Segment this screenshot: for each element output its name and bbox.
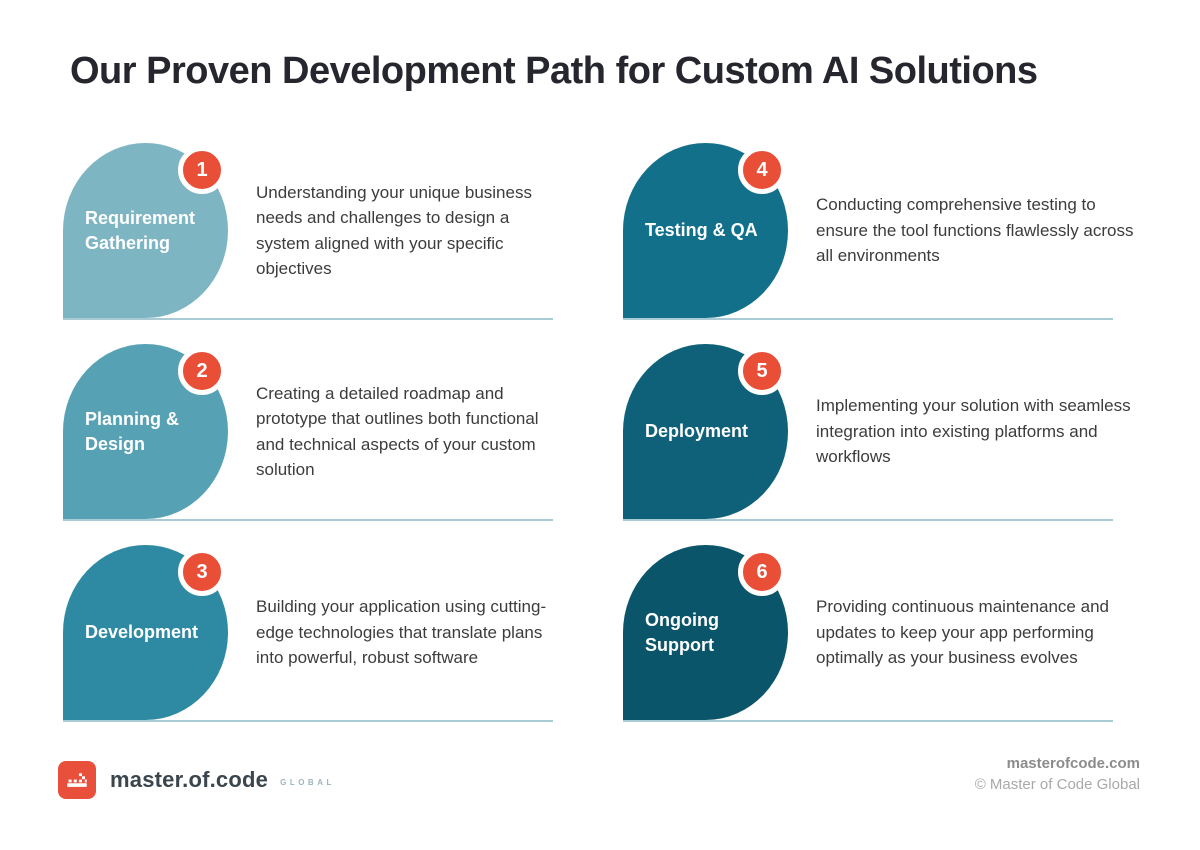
step-description: Providing continuous maintenance and upd…: [816, 597, 1109, 668]
step-number-badge: 6: [738, 548, 786, 596]
step-card-2: Planning & Design 2 Creating a detailed …: [63, 344, 553, 521]
steps-grid: Requirement Gathering 1 Understanding yo…: [63, 143, 1143, 746]
footer-website: masterofcode.com: [1006, 755, 1140, 772]
step-number: 6: [756, 560, 768, 583]
brand-name: master.of.code: [110, 767, 269, 792]
separator-line: [63, 318, 553, 320]
step-number: 1: [196, 158, 208, 181]
brand-suffix: GLOBAL: [280, 778, 335, 787]
step-description: Implementing your solution with seamless…: [816, 396, 1131, 467]
step-label: Development: [85, 622, 199, 643]
step-blob: Ongoing Support 6: [623, 545, 788, 720]
step-blob: Requirement Gathering 1: [63, 143, 228, 318]
step-label: Ongoing Support: [645, 610, 719, 655]
step-number: 4: [756, 158, 768, 181]
step-description: Creating a detailed roadmap and prototyp…: [256, 383, 539, 480]
footer-site-info: masterofcode.com © Master of Code Global: [975, 755, 1140, 793]
footer-copyright: © Master of Code Global: [974, 776, 1140, 793]
step-card-6: Ongoing Support 6 Providing continuous m…: [623, 545, 1143, 722]
step-card-3: Development 3 Building your application …: [63, 545, 553, 722]
step-description: Conducting comprehensive testing to ensu…: [816, 195, 1134, 266]
logo-mark: [58, 761, 96, 799]
step-number: 2: [196, 359, 208, 382]
step-blob: Planning & Design 2: [63, 344, 228, 519]
step-label: Planning & Design: [85, 409, 179, 454]
separator-line: [63, 519, 553, 521]
step-description: Understanding your unique business needs…: [256, 182, 532, 279]
step-label: Deployment: [645, 421, 749, 442]
step-number-badge: 3: [178, 548, 226, 596]
separator-line: [63, 720, 553, 722]
step-label: Testing & QA: [645, 220, 758, 241]
step-blob: Deployment 5: [623, 344, 788, 519]
step-description: Building your application using cutting-…: [256, 597, 547, 668]
step-card-1: Requirement Gathering 1 Understanding yo…: [63, 143, 553, 320]
separator-line: [623, 318, 1113, 320]
step-card-5: Deployment 5 Implementing your solution …: [623, 344, 1143, 521]
step-card-4: Testing & QA 4 Conducting comprehensive …: [623, 143, 1143, 320]
page-title: Our Proven Development Path for Custom A…: [70, 50, 1038, 92]
step-number-badge: 2: [178, 347, 226, 395]
step-number-badge: 5: [738, 347, 786, 395]
step-blob: Development 3: [63, 545, 228, 720]
brand-logo: master.of.code GLOBAL: [58, 761, 335, 799]
separator-line: [623, 720, 1113, 722]
step-number: 5: [756, 359, 768, 382]
step-blob: Testing & QA 4: [623, 143, 788, 318]
crown-icon: [67, 773, 87, 787]
step-number-badge: 1: [178, 146, 226, 194]
step-number-badge: 4: [738, 146, 786, 194]
separator-line: [623, 519, 1113, 521]
step-label: Requirement Gathering: [85, 208, 196, 253]
step-number: 3: [196, 560, 208, 583]
footer: master.of.code GLOBAL masterofcode.com ©…: [58, 755, 1140, 799]
